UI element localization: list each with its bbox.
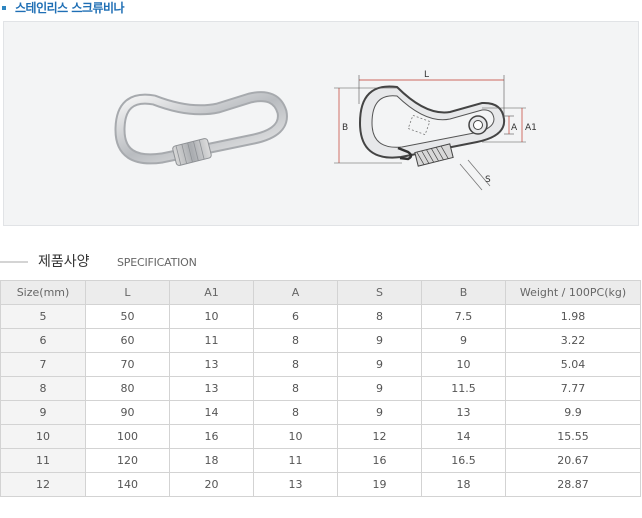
- table-cell: 9: [0, 400, 86, 425]
- table-cell: 1.98: [505, 304, 641, 329]
- dimension-drawing: [334, 75, 526, 191]
- table-cell: 100: [85, 424, 170, 449]
- table-cell: 6: [0, 328, 86, 353]
- table-cell: 60: [85, 328, 170, 353]
- table-cell: 8: [253, 328, 338, 353]
- table-cell: 18: [169, 448, 254, 473]
- table-cell: 9: [337, 376, 422, 401]
- heading-divider: [0, 261, 28, 263]
- table-cell: 80: [85, 376, 170, 401]
- table-cell: 13: [421, 400, 506, 425]
- table-cell: 11: [169, 328, 254, 353]
- table-cell: 7.77: [505, 376, 641, 401]
- table-cell: 20: [169, 472, 254, 497]
- table-cell: 10: [0, 424, 86, 449]
- table-cell: 9: [337, 400, 422, 425]
- table-cell: 9: [337, 328, 422, 353]
- dim-label-a: A: [511, 123, 518, 133]
- dim-label-s: S: [485, 175, 491, 185]
- table-cell: 16: [169, 424, 254, 449]
- table-cell: 120: [85, 448, 170, 473]
- table-cell: 140: [85, 472, 170, 497]
- spec-table: Size(mm) L A1 A S B Weight / 100PC(kg) 5…: [0, 280, 641, 497]
- column-header: B: [421, 280, 506, 305]
- product-image-panel: L B A A1 S: [3, 21, 639, 226]
- table-cell: 18: [421, 472, 506, 497]
- table-cell: 10: [253, 424, 338, 449]
- table-cell: 90: [85, 400, 170, 425]
- table-cell: 7: [0, 352, 86, 377]
- table-cell: 13: [169, 376, 254, 401]
- table-cell: 13: [253, 472, 338, 497]
- table-cell: 5: [0, 304, 86, 329]
- table-cell: 50: [85, 304, 170, 329]
- table-cell: 20.67: [505, 448, 641, 473]
- table-cell: 3.22: [505, 328, 641, 353]
- column-header: Weight / 100PC(kg): [505, 280, 641, 305]
- carabiner-photo: [114, 91, 288, 166]
- column-header: A: [253, 280, 338, 305]
- table-cell: 8: [253, 376, 338, 401]
- spec-title-en: SPECIFICATION: [117, 256, 197, 269]
- dim-label-a1: A1: [525, 123, 537, 133]
- spec-title-kr: 제품사양: [38, 254, 90, 270]
- table-cell: 10: [169, 304, 254, 329]
- title-bullet-icon: [2, 6, 6, 10]
- table-header-row: Size(mm) L A1 A S B Weight / 100PC(kg): [0, 280, 641, 305]
- table-cell: 5.04: [505, 352, 641, 377]
- table-cell: 13: [169, 352, 254, 377]
- page-title: 스테인리스 스크류비나: [15, 1, 125, 15]
- table-cell: 9: [337, 352, 422, 377]
- spec-heading: 제품사양 SPECIFICATION: [0, 252, 642, 272]
- table-cell: 8: [253, 400, 338, 425]
- page-title-bar: 스테인리스 스크류비나: [0, 0, 642, 18]
- table-cell: 8: [253, 352, 338, 377]
- table-cell: 12: [337, 424, 422, 449]
- table-cell: 9.9: [505, 400, 641, 425]
- table-cell: 14: [169, 400, 254, 425]
- table-cell: 70: [85, 352, 170, 377]
- table-cell: 11: [253, 448, 338, 473]
- table-cell: 12: [0, 472, 86, 497]
- table-cell: 16: [337, 448, 422, 473]
- table-cell: 6: [253, 304, 338, 329]
- table-cell: 7.5: [421, 304, 506, 329]
- table-cell: 11: [0, 448, 86, 473]
- dim-label-b: B: [342, 123, 348, 133]
- column-header: A1: [169, 280, 254, 305]
- column-header: L: [85, 280, 170, 305]
- table-cell: 8: [337, 304, 422, 329]
- table-cell: 14: [421, 424, 506, 449]
- column-header: Size(mm): [0, 280, 86, 305]
- table-cell: 28.87: [505, 472, 641, 497]
- column-header: S: [337, 280, 422, 305]
- table-cell: 10: [421, 352, 506, 377]
- table-cell: 16.5: [421, 448, 506, 473]
- dim-label-l: L: [424, 70, 429, 80]
- table-cell: 11.5: [421, 376, 506, 401]
- table-cell: 15.55: [505, 424, 641, 449]
- table-cell: 9: [421, 328, 506, 353]
- table-cell: 8: [0, 376, 86, 401]
- product-illustration: L B A A1 S: [114, 70, 537, 191]
- table-cell: 19: [337, 472, 422, 497]
